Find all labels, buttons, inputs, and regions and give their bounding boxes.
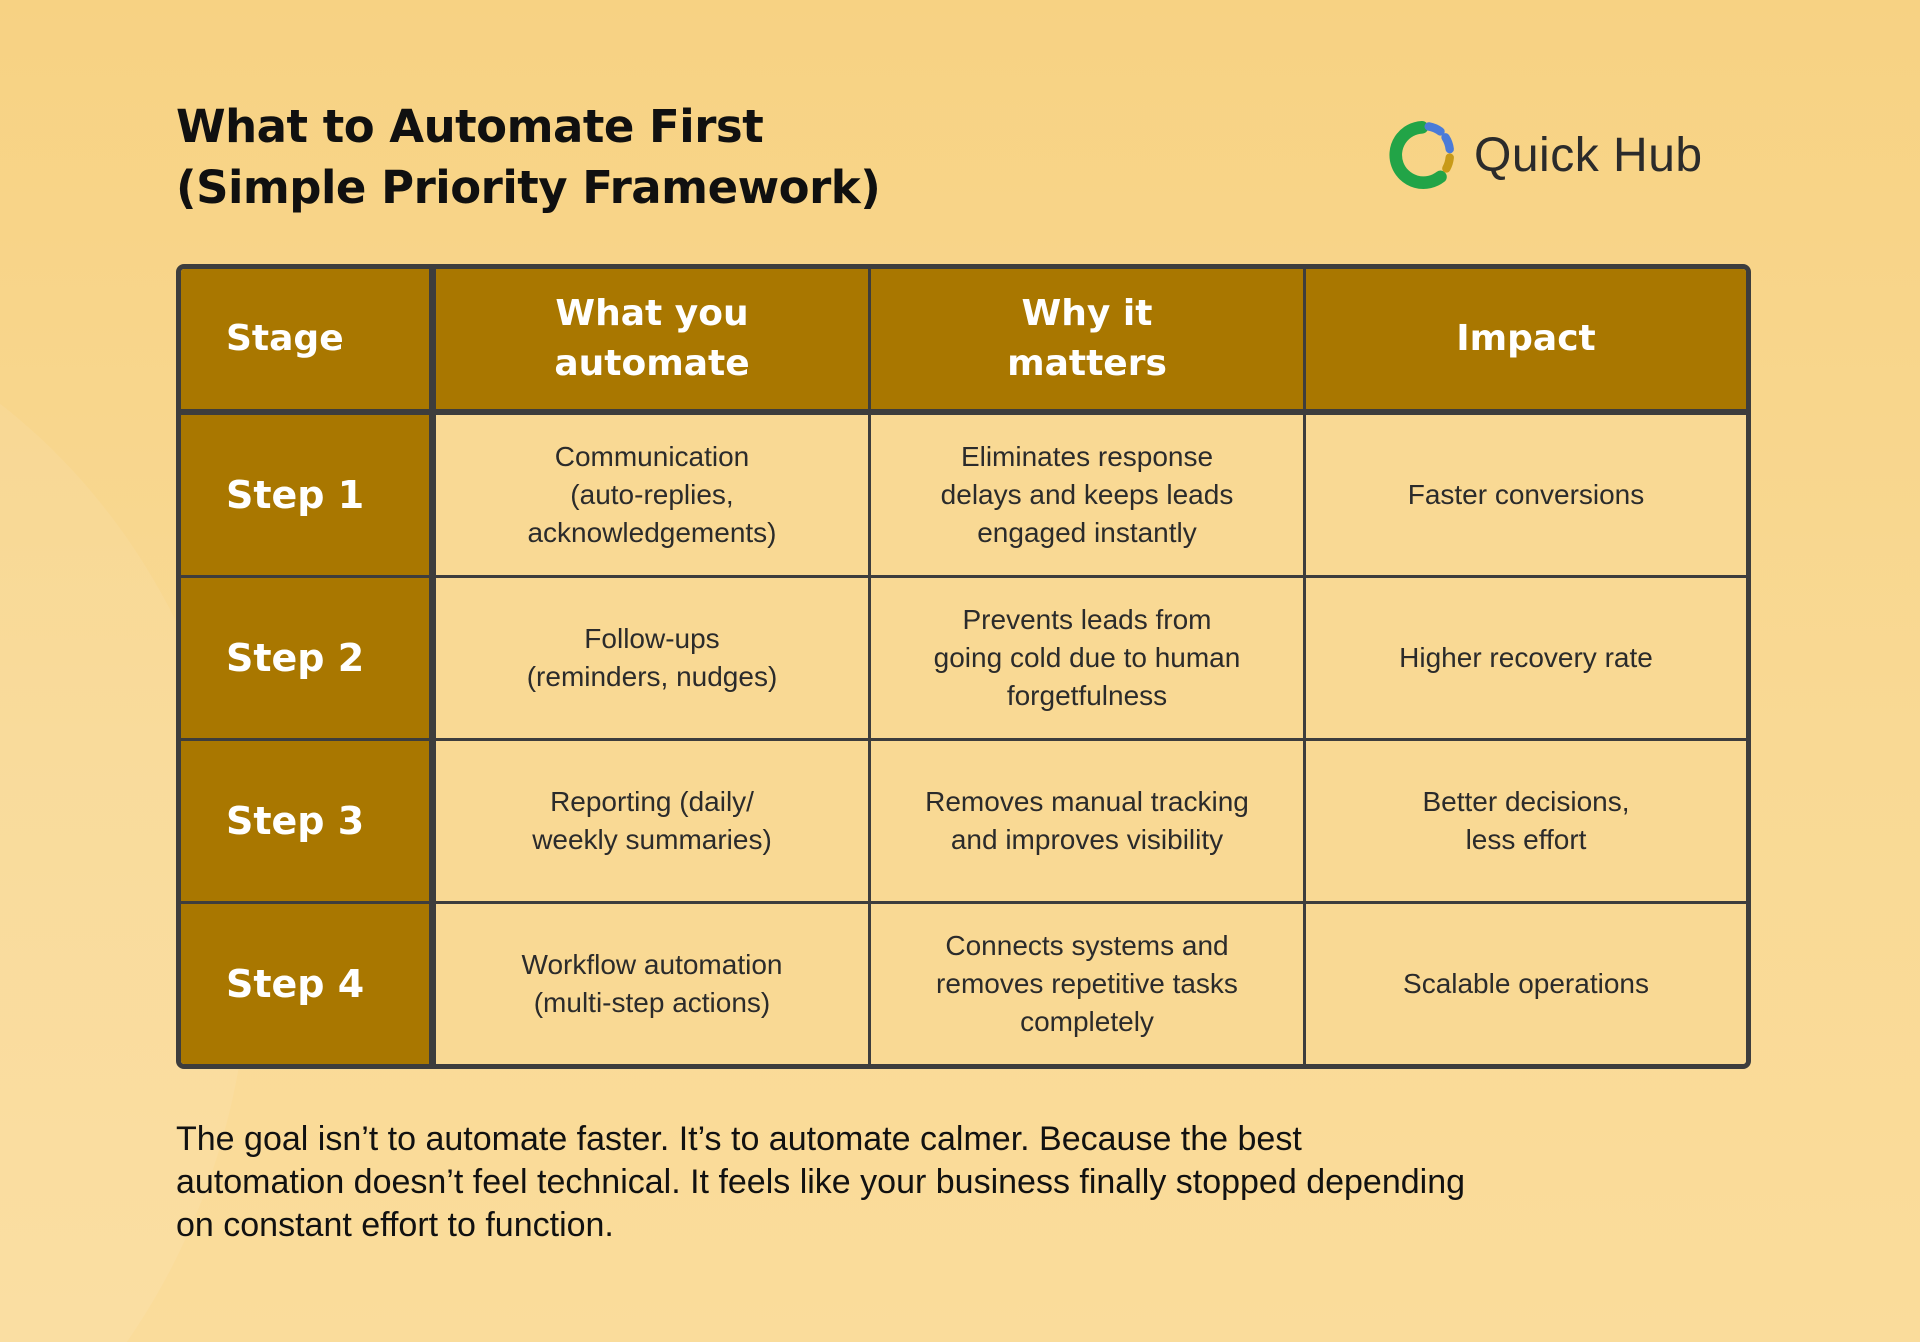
stage-cell: Step 4 bbox=[181, 904, 436, 1064]
impact-cell: Scalable operations bbox=[1306, 904, 1746, 1064]
table-header-row: Stage What you automate Why it matters I… bbox=[181, 269, 1746, 415]
what-cell: Reporting (daily/ weekly summaries) bbox=[436, 741, 871, 904]
header-stage: Stage bbox=[181, 269, 436, 415]
header-why: Why it matters bbox=[871, 269, 1306, 415]
what-cell: Follow-ups (reminders, nudges) bbox=[436, 578, 871, 741]
header-what: What you automate bbox=[436, 269, 871, 415]
stage-cell: Step 3 bbox=[181, 741, 436, 904]
why-cell: Connects systems and removes repetitive … bbox=[871, 904, 1306, 1064]
table-row: Step 1 Communication (auto-replies, ackn… bbox=[181, 415, 1746, 578]
quick-hub-logo-icon bbox=[1380, 113, 1464, 197]
impact-cell: Better decisions, less effort bbox=[1306, 741, 1746, 904]
why-cell: Prevents leads from going cold due to hu… bbox=[871, 578, 1306, 741]
table-row: Step 3 Reporting (daily/ weekly summarie… bbox=[181, 741, 1746, 904]
stage-cell: Step 2 bbox=[181, 578, 436, 741]
priority-table-container: Stage What you automate Why it matters I… bbox=[176, 264, 1751, 1069]
priority-table: Stage What you automate Why it matters I… bbox=[176, 264, 1751, 1069]
table-row: Step 2 Follow-ups (reminders, nudges) Pr… bbox=[181, 578, 1746, 741]
table-row: Step 4 Workflow automation (multi-step a… bbox=[181, 904, 1746, 1064]
what-cell: Communication (auto-replies, acknowledge… bbox=[436, 415, 871, 578]
header-impact: Impact bbox=[1306, 269, 1746, 415]
impact-cell: Higher recovery rate bbox=[1306, 578, 1746, 741]
why-cell: Removes manual tracking and improves vis… bbox=[871, 741, 1306, 904]
brand-name: Quick Hub bbox=[1474, 128, 1703, 182]
impact-cell: Faster conversions bbox=[1306, 415, 1746, 578]
title-line-2: (Simple Priority Framework) bbox=[176, 161, 881, 214]
why-cell: Eliminates response delays and keeps lea… bbox=[871, 415, 1306, 578]
footer-paragraph: The goal isn’t to automate faster. It’s … bbox=[176, 1120, 1466, 1244]
brand-logo: Quick Hub bbox=[1380, 110, 1703, 200]
what-cell: Workflow automation (multi-step actions) bbox=[436, 904, 871, 1064]
page-title: What to Automate First (Simple Priority … bbox=[176, 96, 881, 218]
title-line-1: What to Automate First bbox=[176, 100, 764, 153]
stage-cell: Step 1 bbox=[181, 415, 436, 578]
